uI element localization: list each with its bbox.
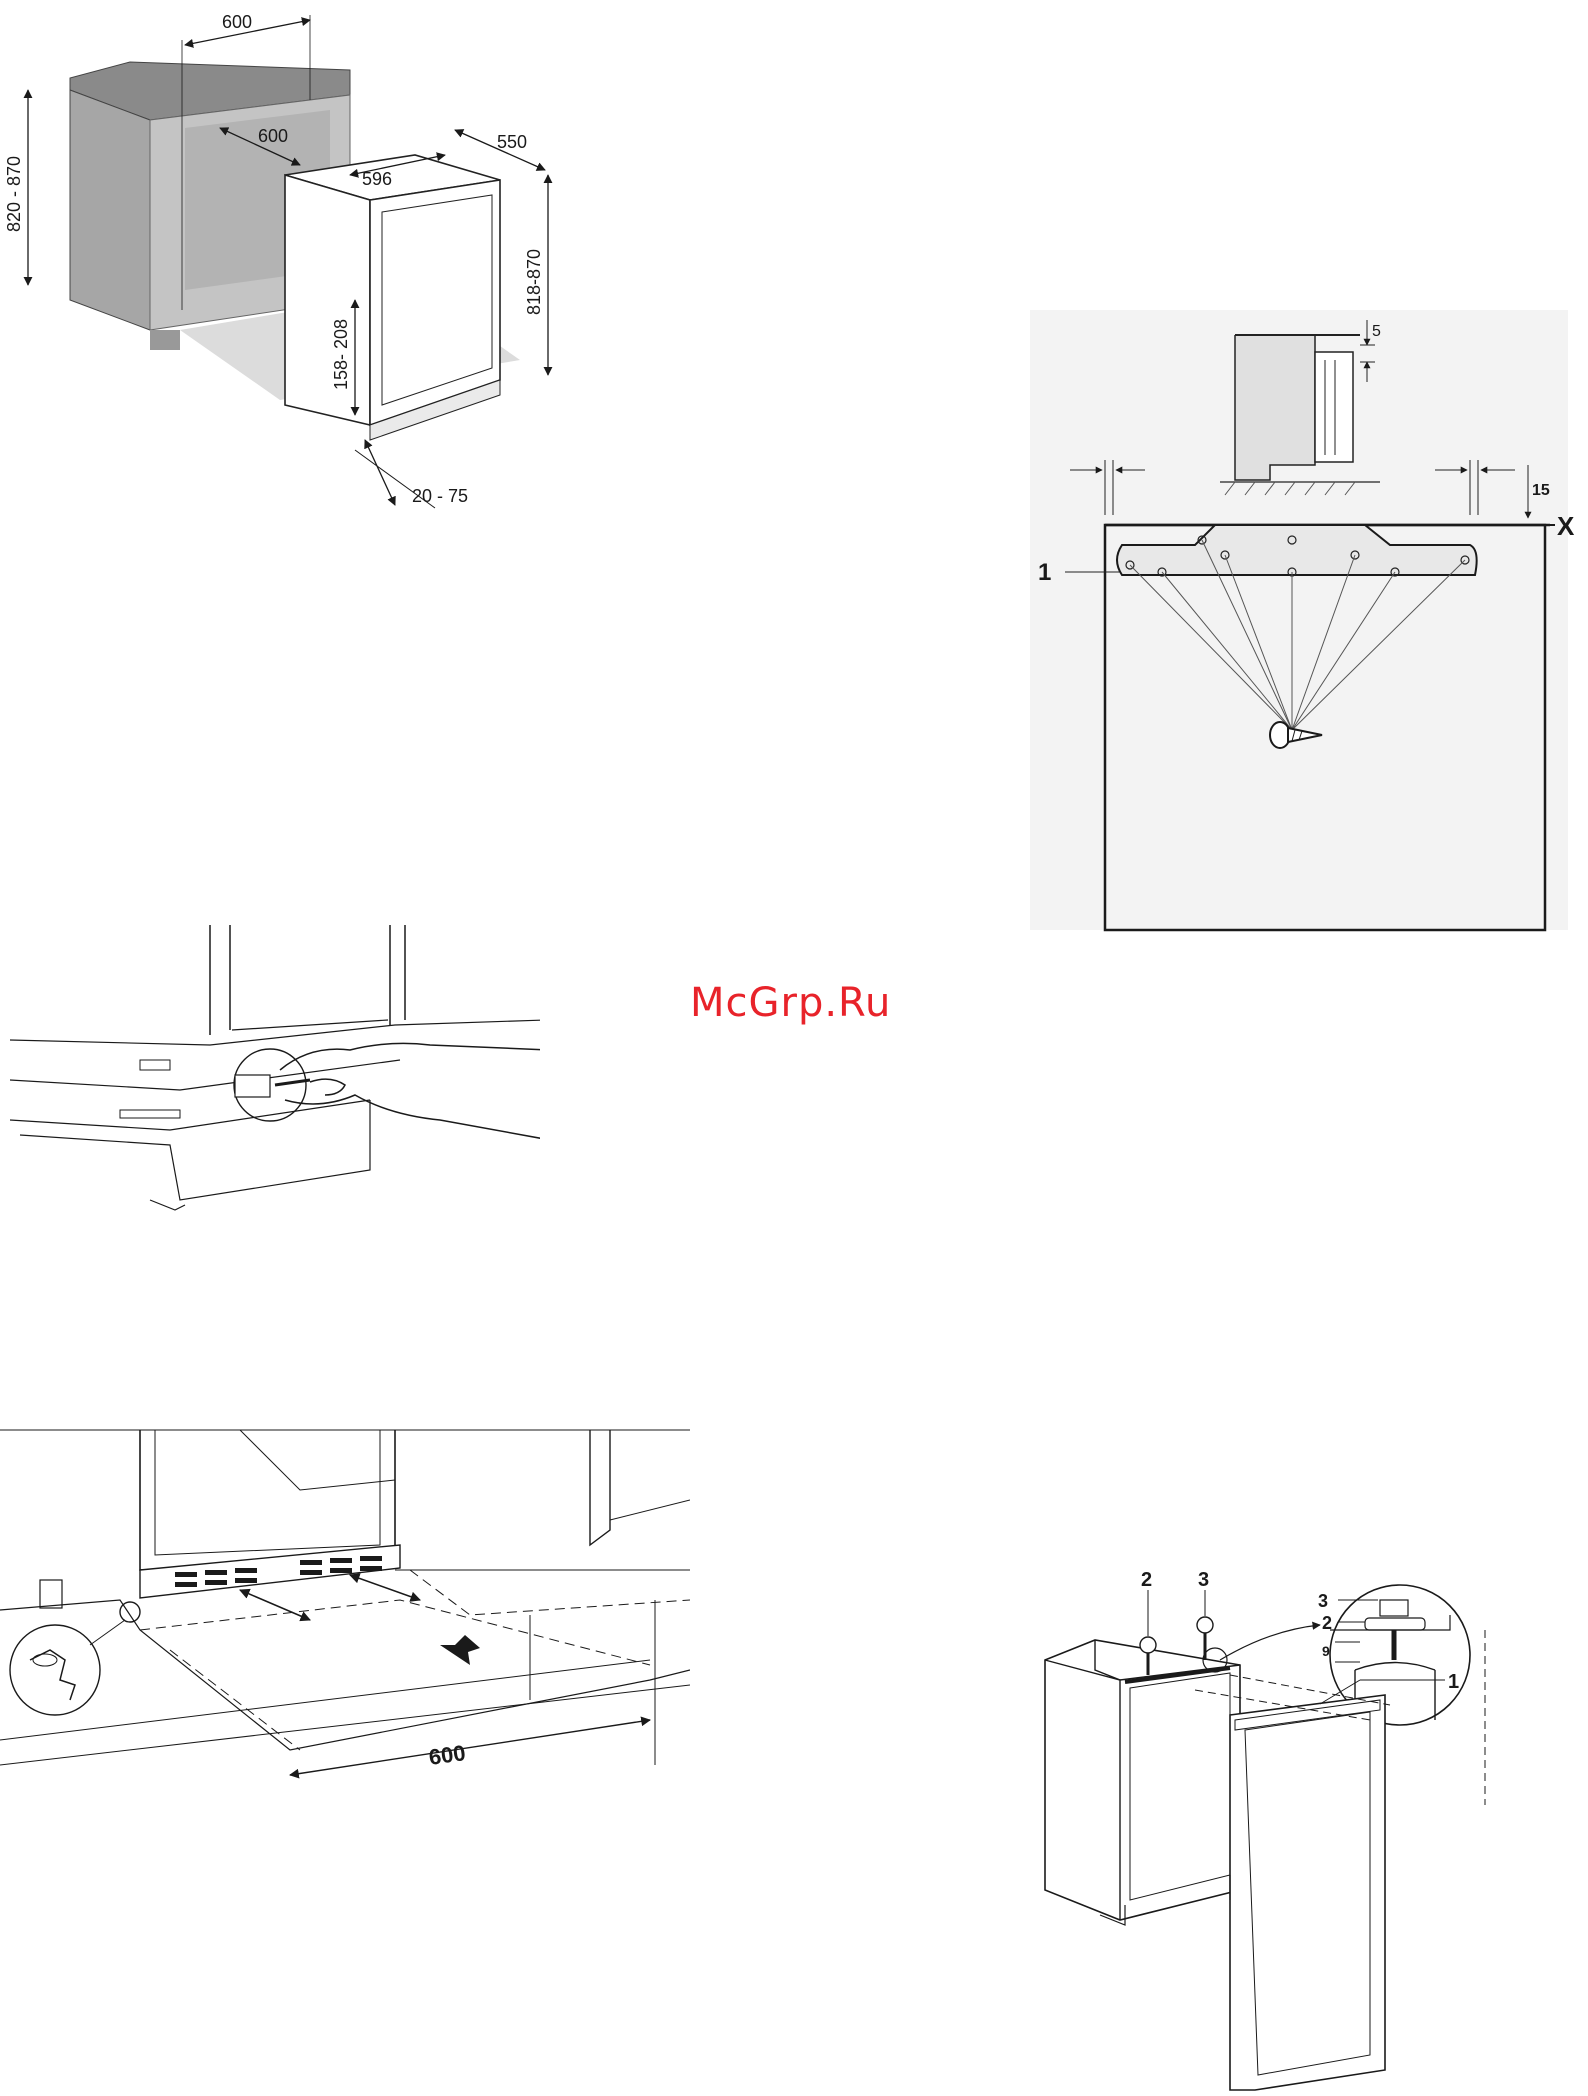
callout-bracket: 1 (1038, 559, 1051, 586)
label-screw-2: 2 (1141, 1570, 1152, 1591)
figure-door-assembly: 2 3 3 2 9 1 (1030, 1570, 1588, 2096)
niche-left-panel (70, 90, 150, 330)
figure-plinth-width: 600 (0, 1420, 690, 1800)
watermark: McGrp.Ru (690, 980, 891, 1026)
figure-niche-dimensions: 600 600 550 596 820 - 870 818-870 158- 2… (0, 0, 560, 520)
plinth-grille (140, 1545, 400, 1598)
label-nut-2: 2 (1322, 1613, 1332, 1633)
decor-door-panel (1230, 1695, 1385, 2090)
dim-niche-height: 820 - 870 (4, 156, 24, 232)
dim-unit-width: 596 (362, 169, 392, 189)
label-door-bracket: 1 (1448, 1671, 1459, 1693)
figure-vent-removal (10, 920, 540, 1220)
dim-depth: 600 (258, 126, 288, 146)
dim-gap: 5 (1372, 323, 1381, 340)
dim-unit-height: 818-870 (524, 249, 544, 315)
door-panel (1105, 525, 1545, 930)
dim-plinth-width: 600 (427, 1740, 467, 1770)
dim-plinth-height: 158- 208 (331, 319, 351, 390)
label-screw-3: 3 (1198, 1570, 1209, 1591)
niche-foot (150, 330, 180, 350)
appliance-side (285, 175, 370, 425)
push-arrow-icon (440, 1635, 480, 1665)
dim-offset: 15 (1532, 482, 1550, 499)
figure-door-template: 5 15 X 1 (1030, 310, 1588, 940)
foot-detail-circle (10, 1625, 100, 1715)
dim-plinth-depth: 20 - 75 (412, 486, 468, 506)
label-nut-3: 3 (1318, 1591, 1328, 1611)
dim-top-width: 600 (222, 12, 252, 32)
hand-icon (280, 1043, 540, 1140)
dim-unit-depth: 550 (497, 132, 527, 152)
reference-line-label: X (1557, 511, 1575, 541)
dim-hinge-gap: 9 (1322, 1643, 1330, 1659)
